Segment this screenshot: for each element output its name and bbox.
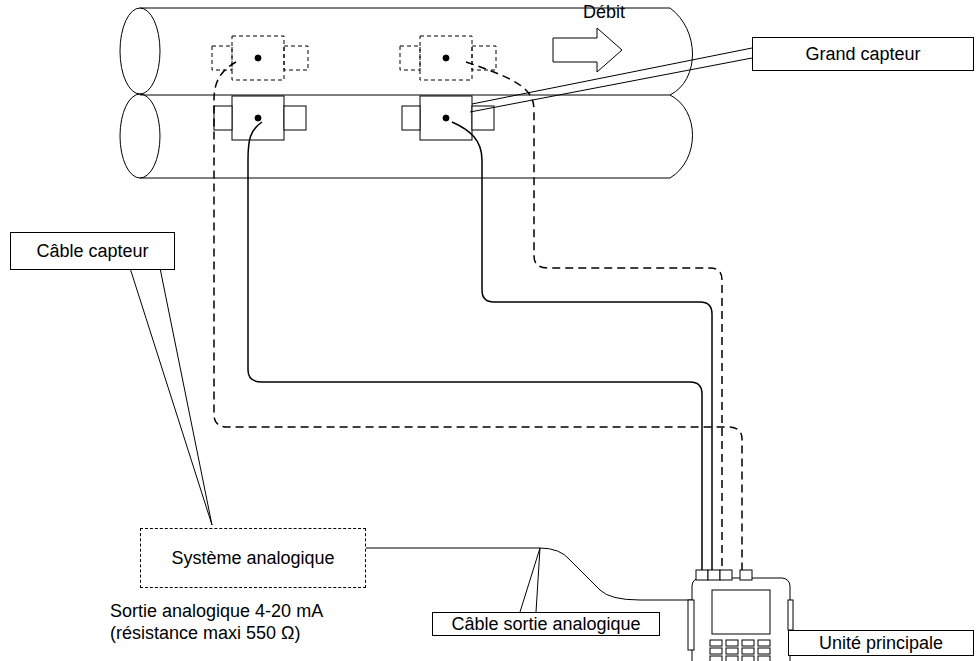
callout-box: Unité principale (788, 630, 974, 656)
key (758, 656, 770, 661)
callout-pointer (520, 548, 540, 612)
key (758, 640, 770, 646)
sensor-cable-dashed (466, 62, 722, 576)
sensor-front (214, 106, 232, 130)
key (726, 656, 738, 661)
key (710, 640, 722, 646)
callout-box: Câble sortie analogique (432, 612, 660, 636)
node-text: Système analogique (171, 548, 334, 569)
flow-label: Débit (583, 2, 625, 23)
key (742, 648, 754, 654)
node-text: Câble capteur (36, 241, 148, 262)
pipe-end (670, 8, 693, 178)
key (758, 648, 770, 654)
sensor-back (212, 46, 232, 70)
node-text: Câble sortie analogique (451, 614, 640, 635)
callout-pointer (470, 48, 752, 112)
flow-arrow (553, 28, 622, 72)
sensor-front (420, 96, 472, 140)
node-text: Grand capteur (805, 44, 920, 65)
sensor-cable (248, 122, 702, 576)
analog-cable (366, 548, 692, 600)
main-unit (692, 578, 790, 661)
pipe-end (120, 94, 160, 178)
key (710, 648, 722, 654)
screen (712, 590, 770, 634)
sensor-back (472, 46, 496, 70)
callout-box: Grand capteur (752, 37, 974, 71)
system-box: Système analogique (140, 528, 366, 588)
callout-pointer (130, 268, 212, 525)
sensor-back (232, 36, 284, 80)
pipe (140, 8, 670, 178)
callout-box: Câble capteur (10, 232, 175, 270)
sensor-back (420, 36, 472, 80)
key (726, 648, 738, 654)
sensor-back (400, 46, 420, 70)
sensor-cable (452, 122, 712, 576)
pipe-end (120, 8, 160, 94)
sensor-back (284, 46, 308, 70)
sensor-front (284, 106, 306, 130)
output-note: Sortie analogique 4-20 mA (résistance ma… (110, 600, 410, 644)
sensor-cable-dashed (214, 62, 742, 576)
key (726, 640, 738, 646)
key (710, 656, 722, 661)
sensor-front (402, 106, 420, 130)
node-text: Unité principale (819, 633, 943, 654)
key (742, 656, 754, 661)
sensor-front (232, 96, 284, 140)
key (742, 640, 754, 646)
